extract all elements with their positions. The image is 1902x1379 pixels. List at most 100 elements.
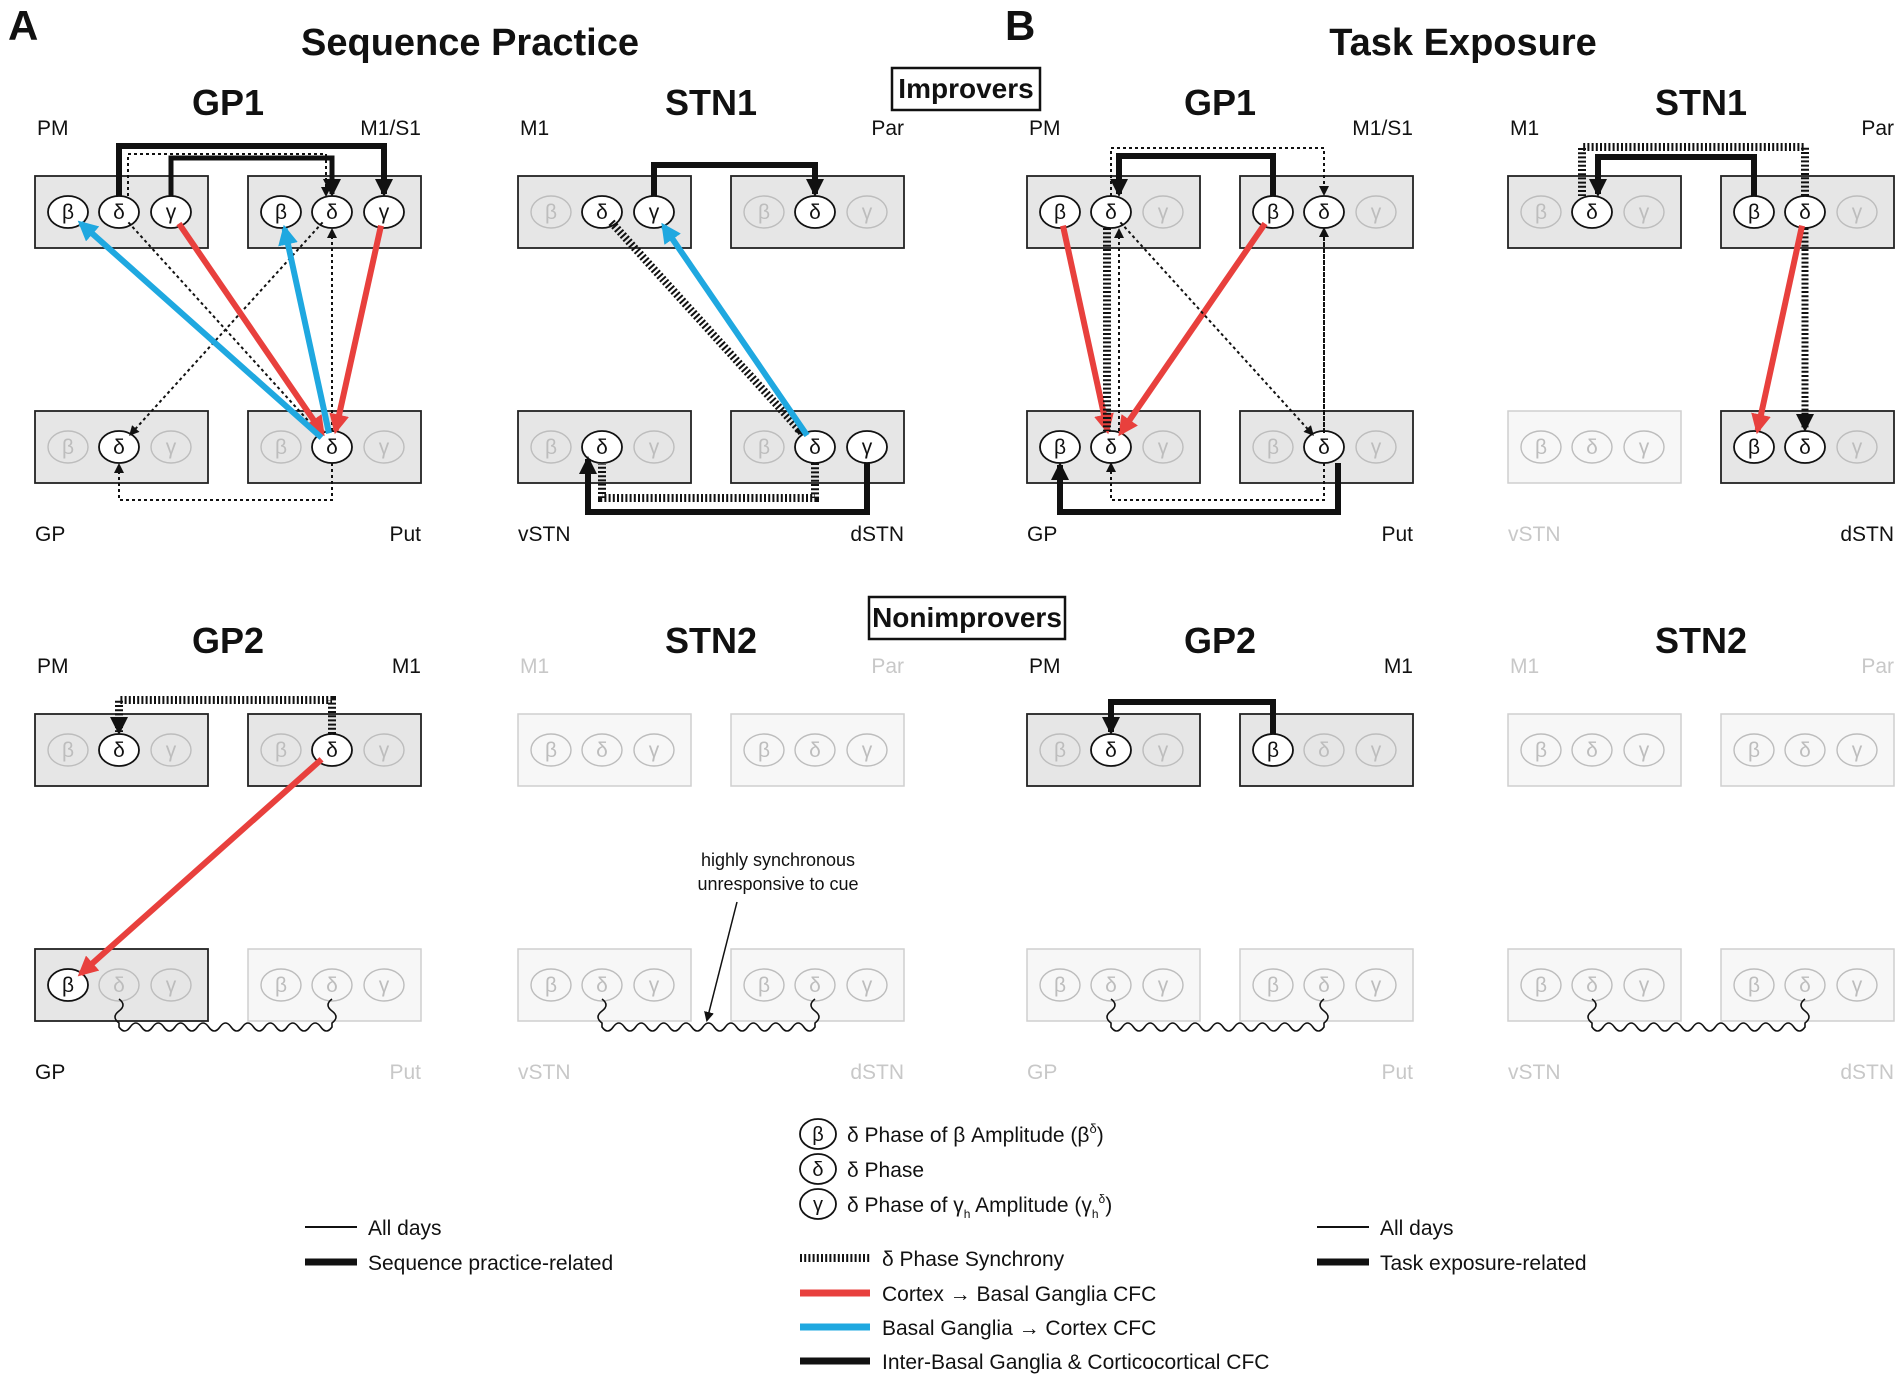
gamma-symbol: γ <box>1158 436 1169 459</box>
region-label: Put <box>1381 1061 1413 1084</box>
delta-symbol: δ <box>113 974 125 997</box>
gamma-node <box>633 733 675 767</box>
panel-title: GP2 <box>1184 620 1256 661</box>
gamma-symbol: γ <box>862 739 873 762</box>
beta-node <box>743 733 785 767</box>
legend-beta: β δ Phase of β Amplitude (βδ) <box>799 1118 1104 1150</box>
beta-node <box>1252 968 1294 1002</box>
delta-symbol: δ <box>326 436 338 459</box>
gamma-node <box>1355 733 1397 767</box>
beta-node <box>260 430 302 464</box>
beta-symbol: β <box>62 436 74 459</box>
gamma-symbol: γ <box>649 974 660 997</box>
delta-node <box>581 430 623 464</box>
beta-node <box>743 195 785 229</box>
cfc-arrow <box>77 220 324 440</box>
heading-task-exposure: Task Exposure <box>1329 22 1597 64</box>
delta-symbol: δ <box>1799 739 1811 762</box>
region-box <box>247 948 422 1022</box>
legend-gamma-mid: Amplitude (γ <box>970 1194 1092 1217</box>
beta-symbol: β <box>758 739 770 762</box>
region-label: PM <box>1029 655 1061 678</box>
beta-symbol: β <box>545 974 557 997</box>
beta-node <box>1733 733 1775 767</box>
beta-symbol: β <box>545 436 557 459</box>
legend-gamma: γ δ Phase of γh Amplitude (γhδ) <box>799 1188 1112 1221</box>
panel-letter-a: A <box>8 2 38 49</box>
delta-node <box>1784 968 1826 1002</box>
gamma-symbol: γ <box>862 436 873 459</box>
gamma-symbol: γ <box>166 436 177 459</box>
gamma-symbol: γ <box>379 201 390 224</box>
legend-left-all-days: All days <box>368 1217 442 1240</box>
cfc-par-beta-to-m1-delta <box>1589 154 1757 197</box>
gamma-symbol: γ <box>379 436 390 459</box>
beta-node <box>530 195 572 229</box>
region-label: Par <box>871 655 904 678</box>
panel-title: STN1 <box>1655 82 1747 123</box>
region-label: M1 <box>1384 655 1413 678</box>
nonimprovers-label: Nonimprovers <box>867 595 1067 641</box>
beta-symbol: β <box>758 436 770 459</box>
gamma-symbol: γ <box>1639 201 1650 224</box>
gamma-symbol: γ <box>1371 974 1382 997</box>
beta-symbol: β <box>758 974 770 997</box>
region-label: M1/S1 <box>360 117 421 140</box>
delta-node <box>98 968 140 1002</box>
legend-gamma-sub2: h <box>1092 1207 1099 1221</box>
gamma-symbol: γ <box>1639 974 1650 997</box>
gamma-node <box>846 733 888 767</box>
beta-symbol: β <box>1054 201 1066 224</box>
delta-symbol: δ <box>809 436 821 459</box>
region-label: vSTN <box>1508 523 1561 546</box>
region-label: Put <box>1381 523 1413 546</box>
gamma-symbol: γ <box>1371 739 1382 762</box>
region-label: vSTN <box>518 1061 571 1084</box>
heading-sequence-practice: Sequence Practice <box>301 22 639 64</box>
gamma-node <box>150 733 192 767</box>
gamma-symbol: γ <box>1639 739 1650 762</box>
cfc-m1-beta-to-pm-delta <box>1110 153 1276 197</box>
delta-symbol: δ <box>1105 974 1117 997</box>
sync-m1-to-pm <box>110 696 336 735</box>
delta-symbol: δ <box>1799 436 1811 459</box>
annotation-line1: highly synchronous <box>701 850 855 870</box>
legend-left-specific: Sequence practice-related <box>368 1252 613 1275</box>
legend-gamma-label: δ Phase of γh Amplitude (γhδ) <box>847 1192 1112 1221</box>
legend-sync-label: δ Phase Synchrony <box>882 1248 1065 1271</box>
delta-node <box>1571 733 1613 767</box>
beta-symbol: β <box>275 436 287 459</box>
beta-symbol: β <box>62 974 74 997</box>
legend-beta-suffix: ) <box>1097 1124 1104 1147</box>
delta-node <box>311 968 353 1002</box>
gamma-symbol: γ <box>1371 436 1382 459</box>
region-label: Put <box>389 523 421 546</box>
annotation-arrow <box>704 901 738 1022</box>
region-box <box>730 713 905 787</box>
sync-wave-5 <box>597 998 820 1032</box>
gamma-node <box>846 195 888 229</box>
panel-title: GP2 <box>192 620 264 661</box>
gamma-symbol: γ <box>649 436 660 459</box>
delta-node <box>581 733 623 767</box>
delta-node <box>794 733 836 767</box>
delta-node <box>1303 968 1345 1002</box>
legend-beta-sup: δ <box>1089 1121 1096 1136</box>
sync-par-to-m1 <box>1578 143 1809 196</box>
cfc-put-to-gp-beta <box>1051 462 1341 515</box>
beta-node <box>530 968 572 1002</box>
beta-node <box>1520 195 1562 229</box>
legend-gamma-symbol: γ <box>813 1194 823 1216</box>
delta-symbol: δ <box>809 739 821 762</box>
beta-node <box>743 430 785 464</box>
panel-title: GP1 <box>1184 82 1256 123</box>
region-label: GP <box>1027 523 1057 546</box>
gamma-node <box>150 968 192 1002</box>
region-label: PM <box>37 117 69 140</box>
cfc-arrow <box>1118 221 1268 437</box>
beta-node <box>1039 195 1081 229</box>
beta-node <box>1520 733 1562 767</box>
gamma-symbol: γ <box>1371 201 1382 224</box>
